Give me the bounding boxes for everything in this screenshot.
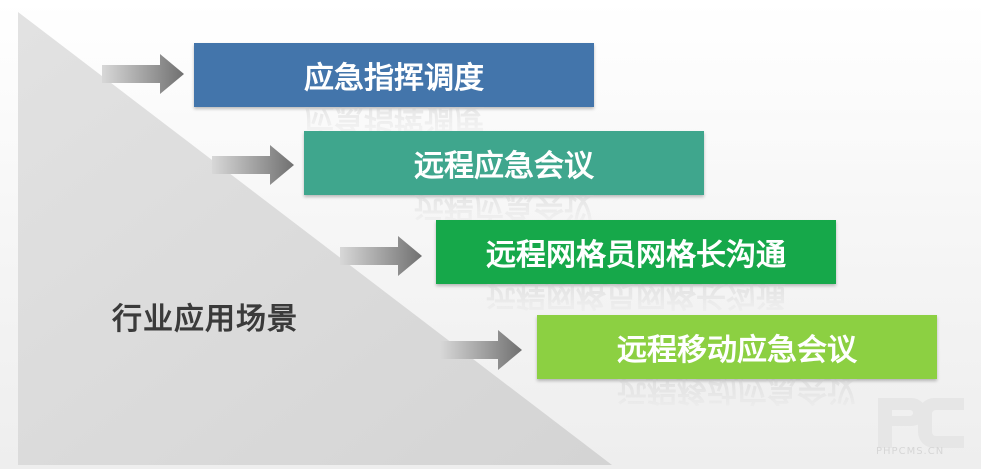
- watermark-text: PHPCMS.CN: [876, 446, 945, 457]
- step-box-remote-mobile-emergency-meeting: 远程移动应急会议: [537, 315, 937, 379]
- step-label: 应急指挥调度: [304, 61, 484, 96]
- step-box-remote-grid-communication: 远程网格员网格长沟通: [436, 220, 836, 284]
- step-label: 远程应急会议: [414, 149, 594, 184]
- step-box-emergency-command: 应急指挥调度: [194, 43, 594, 107]
- arrow-icon: [212, 143, 296, 187]
- step-label: 远程网格员网格长沟通: [486, 238, 786, 273]
- step-box-remote-emergency-meeting: 远程应急会议: [304, 131, 704, 195]
- pc-logo-icon: [878, 398, 964, 448]
- industry-scenarios-label: 行业应用场景: [112, 302, 298, 337]
- arrow-icon: [102, 52, 186, 96]
- step-label: 远程移动应急会议: [617, 333, 857, 368]
- arrow-icon: [440, 328, 524, 372]
- arrow-icon: [340, 234, 424, 278]
